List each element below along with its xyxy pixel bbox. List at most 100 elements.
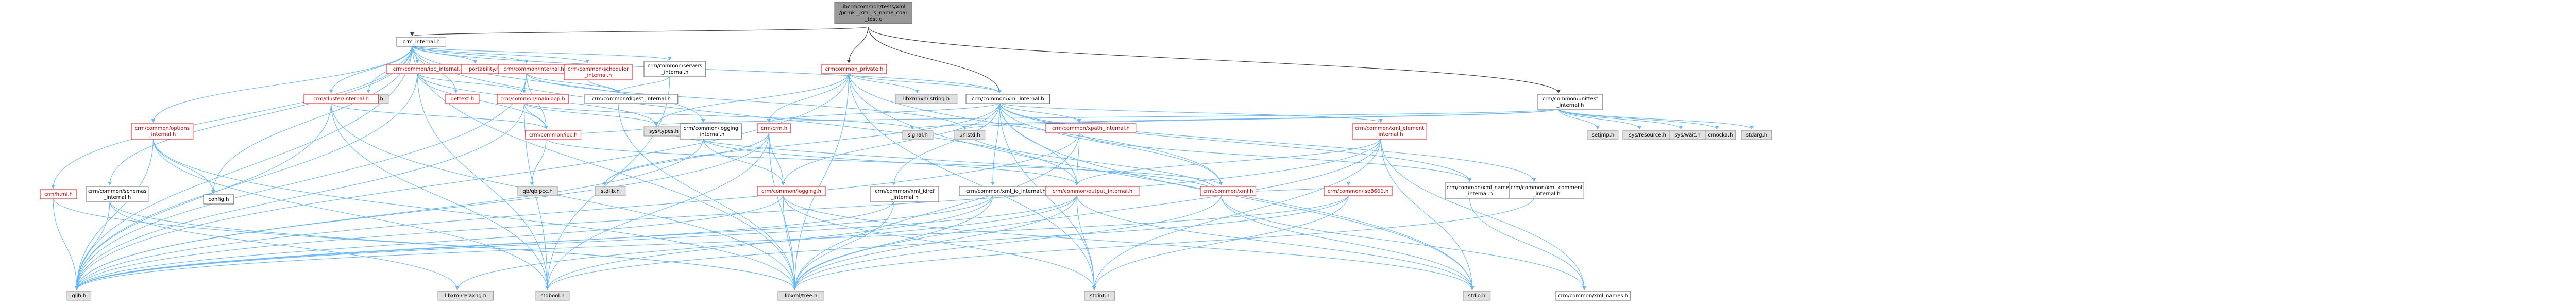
edge-xml_names_internal-to-xml_names: [1469, 197, 1585, 291]
edge-options_internal-to-glib: [76, 138, 154, 291]
node-crm-common-mainloop-h[interactable]: crm/common/mainloop.h: [497, 94, 569, 104]
edge-arrowhead: [1556, 90, 1561, 93]
node-crm-common-logging-internal-h[interactable]: crm/common/logging_internal.h: [680, 123, 742, 140]
node-crm-common-xml-names-h[interactable]: crm/common/xml_names.h: [1555, 291, 1631, 301]
node-box: [595, 186, 626, 196]
node-label: stdint.h: [1090, 293, 1109, 299]
node-box: [902, 130, 934, 140]
edge-arrowhead: [454, 90, 458, 93]
node-box: [1705, 130, 1736, 140]
node-stdint-h: stdint.h: [1084, 291, 1115, 301]
edge-crm_xml-to-stdio: [1221, 194, 1473, 291]
node-libxml-xmlstring-h: libxml/xmlstring.h: [895, 94, 958, 104]
node-label: crm/common/internal.h: [503, 66, 564, 72]
edge-logging_internal-to-glib: [76, 138, 704, 291]
edge-arrowhead: [1715, 126, 1719, 129]
node-crm-common-output-internal-h[interactable]: crm/common/output_internal.h: [1045, 186, 1140, 196]
node-box: [517, 186, 558, 196]
edge-arrowhead: [151, 119, 156, 123]
node-config-h[interactable]: config.h: [203, 194, 234, 205]
node-label: _internal.h: [1376, 132, 1403, 138]
node-crm-common-schemas-internal-h[interactable]: crm/common/schemas_internal.h: [86, 186, 149, 202]
node-crm-html-h[interactable]: crm/html.h: [40, 189, 77, 199]
edge-arrowhead: [654, 122, 658, 126]
edge-root-to-crm_internal: [412, 26, 869, 37]
edge-crm_internal-to-servers_internal: [412, 45, 670, 61]
node-label: _test.c: [865, 16, 882, 22]
node-box: [437, 291, 494, 301]
node-crm-common-ipc-internal-h[interactable]: crm/common/ipc_internal.h: [386, 64, 470, 74]
edge-ipc_internal-to-mainloop: [417, 72, 525, 94]
node-crm-common-ipc-h[interactable]: crm/common/ipc.h: [525, 130, 582, 140]
edge-ipc_internal-to-crm_ipc: [417, 72, 547, 130]
node-crm-common-xml-names-internal-h[interactable]: crm/common/xml_names_internal.h: [1445, 182, 1514, 199]
node-label: crm/common/xml_io_internal.h: [966, 189, 1046, 194]
node-label: crm/common/options: [135, 126, 190, 131]
node-crm-common-xml-internal-h[interactable]: crm/common/xml_internal.h: [965, 94, 1050, 104]
node-gettext-h[interactable]: gettext.h: [445, 94, 480, 104]
node-crm-common-xml-io-internal-h[interactable]: crm/common/xml_io_internal.h: [959, 186, 1053, 196]
node-label: crm/common/digest_internal.h: [592, 96, 671, 102]
node-crm-common-servers-internal-h[interactable]: crm/common/servers_internal.h: [643, 61, 706, 77]
edge-arrowhead: [211, 190, 215, 194]
node-stdarg-h: stdarg.h: [1741, 130, 1772, 140]
node-label: stdbool.h: [540, 293, 564, 299]
node-layer: libcrmcommon/tests/xml/pcmk__xml_is_name…: [40, 2, 1772, 301]
edge-xml_comment_internal-to-libxml_tree: [794, 197, 1535, 291]
node-crm-internal-h[interactable]: crm_internal.h: [396, 37, 446, 47]
edge-arrowhead: [545, 286, 550, 290]
node-label: crm/common/output_internal.h: [1053, 189, 1132, 194]
node-crm-common-internal-h[interactable]: crm/common/internal.h: [498, 64, 570, 74]
node-crmcommon-private-h[interactable]: crmcommon_private.h: [821, 64, 887, 74]
edge-crm_internal-to-glib: [76, 45, 413, 291]
node-label: crm/common/ipc.h: [529, 132, 578, 138]
edge-iso8601-to-stdint: [1094, 194, 1349, 291]
edge-logging_internal-to-crm_logging: [703, 138, 784, 186]
node-crm-common-xml-element-internal-h[interactable]: crm/common/xml_element_internal.h: [1352, 123, 1427, 140]
edge-arrowhead: [1750, 126, 1754, 129]
node-crm-common-digest-internal-h[interactable]: crm/common/digest_internal.h: [584, 94, 679, 104]
edge-xml_internal-to-crm_logging: [783, 102, 1000, 186]
node-label: crm/common/schemas: [88, 189, 147, 194]
node-qb-qbipcc-h: qb/qbipcc.h: [517, 186, 558, 196]
node-label: stdio.h: [1468, 293, 1485, 299]
node-label: unistd.h: [959, 132, 980, 138]
node-crm-crm-h[interactable]: crm/crm.h: [757, 123, 791, 133]
node-crm-cluster-internal-h[interactable]: crm/cluster/internal.h: [303, 94, 379, 104]
edge-common_internal-to-glib: [76, 72, 527, 291]
edge-xml_internal-to-crm_crm: [768, 102, 1000, 123]
edge-arrowhead: [1470, 286, 1475, 290]
node-label: crm/common/unittest: [1543, 96, 1598, 102]
edge-crm_logging-to-libxml_tree: [783, 194, 795, 291]
edge-options_internal-to-stdbool: [152, 138, 548, 291]
node-label: crmcommon_private.h: [825, 66, 884, 72]
node-label: crm/common/xml.h: [1203, 189, 1253, 194]
node-crm-common-unittest-internal-h[interactable]: crm/common/unittest_internal.h: [1537, 94, 1603, 110]
node-libcrmcommon-tests-xml-pcmk-xml-is-name-char-test-c: libcrmcommon/tests/xml/pcmk__xml_is_name…: [834, 2, 912, 24]
edge-crmcommon_private-to-stdio: [848, 72, 1473, 291]
edge-crm_xml-to-libxml_tree: [794, 194, 1222, 291]
node-label: crm/common/logging: [684, 126, 739, 131]
node-crm-common-scheduler-internal-h[interactable]: crm/common/scheduler_internal.h: [564, 64, 633, 80]
node-crm-common-xml-idref-internal-h[interactable]: crm/common/xml_idref_internal.h: [870, 186, 939, 202]
edge-crm_html-to-libxml_tree: [53, 197, 795, 291]
edge-arrowhead: [1679, 126, 1683, 129]
node-label: sys/wait.h: [1674, 132, 1700, 138]
node-crm-common-iso8601-h[interactable]: crm/common/iso8601.h: [1324, 186, 1393, 196]
node-crm-common-logging-h[interactable]: crm/common/logging.h: [757, 186, 826, 196]
edge-arrowhead: [792, 286, 797, 290]
edge-arrowhead: [51, 185, 55, 189]
node-box: [834, 2, 912, 24]
node-crm-common-xml-comment-internal-h[interactable]: crm/common/xml_comment_internal.h: [1509, 182, 1584, 199]
edge-crmcommon_private-to-crm_xml: [848, 72, 1222, 186]
edge-arrowhead: [75, 286, 79, 290]
node-crm-common-xml-h[interactable]: crm/common/xml.h: [1200, 186, 1257, 196]
edge-arrowhead: [366, 90, 370, 93]
edge-crm_ipc-to-qb_ipcc: [531, 138, 547, 186]
node-box: [497, 94, 569, 104]
node-crm-common-options-internal-h[interactable]: crm/common/options_internal.h: [131, 123, 194, 140]
node-crm-common-xpath-internal-h[interactable]: crm/common/xpath_internal.h: [1045, 123, 1137, 133]
node-box: [965, 94, 1050, 104]
edge-xml_io_internal-to-glib: [76, 194, 993, 291]
edge-arrowhead: [668, 57, 672, 60]
